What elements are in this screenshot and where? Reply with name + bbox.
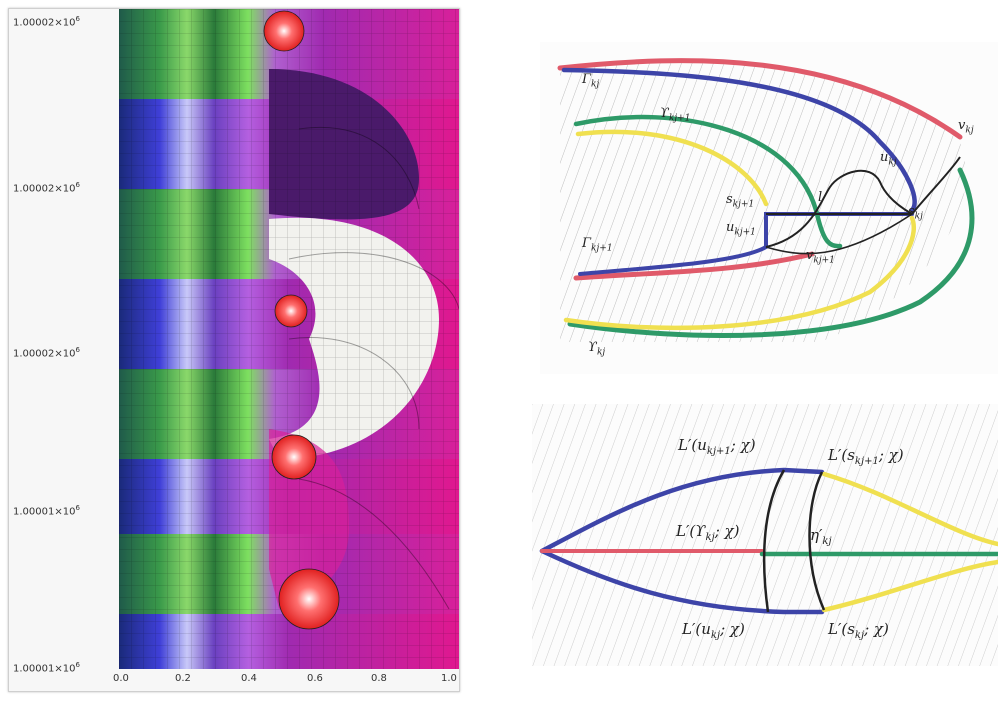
x-tick-3: 0.4: [241, 673, 257, 684]
x-tick-2: 0.2: [175, 673, 191, 684]
contour-sketch-top: Γkj ϒkj+1 skj+1 ukj+1 Γkj+1 l ukj vkj sk…: [540, 42, 998, 374]
y-tick-3: 1.00002×106: [13, 346, 80, 360]
label-L-s-kj: L′(skj; χ): [828, 620, 889, 641]
label-eta: η′kj: [810, 526, 832, 547]
phase-plot: [119, 9, 459, 669]
label-v-kj: vkj: [958, 118, 974, 136]
label-L-u-kj: L′(ukj; χ): [682, 620, 745, 641]
y-tick-5: 1.00001×106: [13, 661, 80, 675]
x-tick-1: 0.0: [113, 673, 129, 684]
label-l: l: [818, 190, 823, 205]
label-u-kj1: ukj+1: [726, 220, 756, 238]
y-tick-2: 1.00002×106: [13, 181, 80, 195]
label-L-s-kj1: L′(skj+1; χ): [828, 446, 904, 467]
y-tick-1: 1.00002×106: [13, 15, 80, 29]
label-gamma-kj: Γkj: [582, 72, 600, 90]
x-tick-6: 1.0: [441, 673, 457, 684]
contour-sketch-bottom: L′(ukj+1; χ) L′(skj+1; χ) L′(ϒkj; χ) η′k…: [532, 404, 1001, 666]
x-tick-5: 0.8: [371, 673, 387, 684]
x-tick-4: 0.6: [307, 673, 323, 684]
label-upsilon-kj1: ϒkj+1: [660, 106, 691, 124]
phase-plot-panel: 1.00002×106 1.00002×106 1.00002×106 1.00…: [8, 8, 460, 692]
label-s-kj1: skj+1: [726, 192, 755, 210]
label-s-kj: skj: [908, 204, 923, 222]
contour-sketch-top-svg: [557, 58, 975, 342]
label-L-upsilon: L′(ϒkj; χ): [676, 522, 740, 543]
y-tick-4: 1.00001×106: [13, 504, 80, 518]
label-gamma-kj1: Γkj+1: [582, 236, 613, 254]
phase-plot-svg: [119, 9, 459, 669]
label-v-kj1: vkj+1: [806, 248, 835, 266]
label-u-kj: ukj: [880, 150, 897, 168]
contour-sketch-bottom-svg: [532, 404, 1001, 666]
label-upsilon-kj: ϒkj: [588, 340, 606, 358]
label-L-u-kj1: L′(ukj+1; χ): [678, 436, 756, 457]
